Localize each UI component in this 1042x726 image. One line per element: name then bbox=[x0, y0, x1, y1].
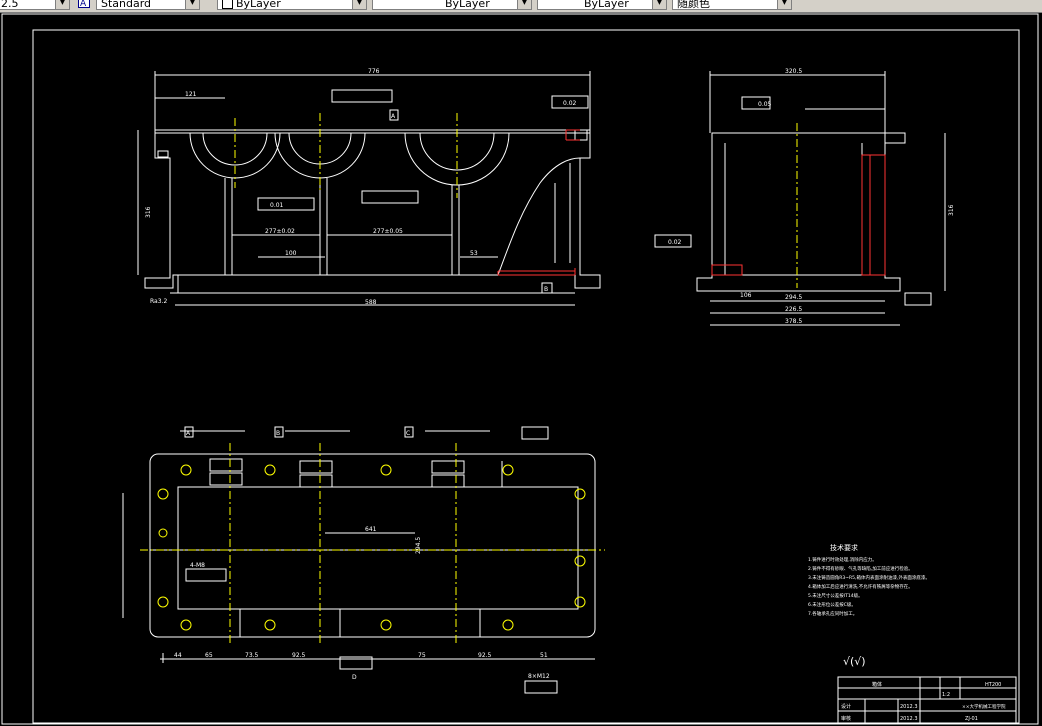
datum-b-label: B bbox=[544, 286, 548, 293]
layer-color-value: ByLayer bbox=[236, 0, 281, 10]
dim-bore-spacing-2: 277±0.05 bbox=[373, 228, 403, 235]
dim-92-5-left: 92.5 bbox=[292, 652, 306, 659]
text-style-icon[interactable]: A bbox=[78, 0, 90, 8]
tech-note-1: 1.铸件进行时效处理,消除内应力。 bbox=[808, 556, 877, 563]
dim-side-total-width: 378.5 bbox=[785, 318, 802, 325]
hole-label-bottom: 8×M12 bbox=[528, 673, 550, 680]
tech-note-2: 2.铸件不得有砂眼、气孔等缺陷,加工前应进行检验。 bbox=[808, 565, 913, 572]
tech-notes-title: 技术要求 bbox=[830, 543, 858, 552]
title-scale: 1:2 bbox=[942, 692, 950, 698]
title-row-2-label: 审核 bbox=[841, 715, 851, 722]
tech-note-5: 5.未注尺寸公差按IT14级。 bbox=[808, 592, 863, 599]
chevron-down-icon[interactable]: ▼ bbox=[185, 0, 199, 9]
title-school: ××大学机械工程学院 bbox=[962, 703, 1006, 710]
dim-73-5: 73.5 bbox=[245, 652, 259, 659]
title-block bbox=[837, 676, 1017, 724]
title-row-1-label: 设计 bbox=[841, 703, 851, 710]
sheet-inner-frame bbox=[32, 29, 1020, 724]
plot-style-value: 随颜色 bbox=[677, 0, 710, 10]
dim-side-height: 316 bbox=[948, 204, 955, 216]
tech-note-4: 4.箱体加工后应进行清洗,不允许有铁屑等杂物存在。 bbox=[808, 583, 913, 590]
datum-a-label: A bbox=[391, 113, 396, 120]
dim-bore-spacing-1: 277±0.02 bbox=[265, 228, 295, 235]
chevron-down-icon[interactable]: ▼ bbox=[777, 0, 791, 9]
tol-roundness: 0.01 bbox=[270, 202, 284, 209]
dim-51: 51 bbox=[540, 652, 548, 659]
top-view-holes bbox=[157, 464, 586, 631]
top-datum-a: A bbox=[186, 430, 191, 437]
dim-92-5-right: 92.5 bbox=[478, 652, 492, 659]
top-view bbox=[122, 426, 596, 694]
chevron-down-icon[interactable]: ▼ bbox=[352, 0, 366, 9]
dim-75: 75 bbox=[418, 652, 426, 659]
roughness-front: Ra3.2 bbox=[150, 298, 167, 305]
roughness-other-symbol: √(√) bbox=[843, 655, 866, 668]
text-style-combo[interactable]: Standard ▼ bbox=[96, 0, 200, 10]
svg-text:A: A bbox=[80, 0, 87, 8]
sheet-outer-frame bbox=[1, 13, 1039, 725]
chevron-down-icon[interactable]: ▼ bbox=[55, 0, 69, 9]
lineweight-combo[interactable]: ByLayer ▼ bbox=[537, 0, 667, 10]
dim-106: 106 bbox=[740, 292, 752, 299]
plot-style-combo[interactable]: 随颜色 ▼ bbox=[672, 0, 792, 10]
properties-toolbar: 2.5 ▼ A Standard ▼ ByLayer ▼ ByLayer ▼ B… bbox=[0, 0, 1042, 13]
text-height-value: 2.5 bbox=[1, 0, 19, 10]
top-datum-b: B bbox=[276, 430, 280, 437]
title-row-2-date: 2012.3 bbox=[900, 716, 918, 722]
linetype-combo[interactable]: ByLayer ▼ bbox=[372, 0, 532, 10]
text-height-combo[interactable]: 2.5 ▼ bbox=[0, 0, 70, 10]
dim-side-inner-width: 294.5 bbox=[785, 294, 802, 301]
tol-parallel: 0.02 bbox=[563, 100, 577, 107]
tol-flatness: 0.05 bbox=[758, 101, 772, 108]
front-view-centerlines bbox=[234, 113, 458, 198]
datum-d-label: D bbox=[352, 674, 357, 681]
title-material: HT200 bbox=[985, 682, 1001, 688]
tech-note-6: 6.未注形位公差按C级。 bbox=[808, 601, 856, 608]
dim-side-overall-width: 320.5 bbox=[785, 68, 802, 75]
dim-100: 100 bbox=[285, 250, 297, 257]
hole-label-top: 4-M8 bbox=[190, 562, 205, 569]
dim-center-length: 641 bbox=[365, 526, 377, 533]
title-part-name: 箱体 bbox=[872, 681, 882, 688]
text-style-value: Standard bbox=[101, 0, 152, 10]
title-drawing-no: ZJ-01 bbox=[965, 716, 978, 722]
color-swatch-icon bbox=[222, 0, 233, 9]
dim-base-length: 588 bbox=[365, 299, 377, 306]
title-row-1-date: 2012.3 bbox=[900, 704, 918, 710]
dim-side-base-width: 226.5 bbox=[785, 306, 802, 313]
side-view-hatch bbox=[711, 154, 886, 276]
chevron-down-icon[interactable]: ▼ bbox=[517, 0, 531, 9]
dim-121: 121 bbox=[185, 91, 197, 98]
dim-front-height: 316 bbox=[145, 206, 152, 218]
tech-note-7: 7.各轴承孔应同时加工。 bbox=[808, 610, 857, 617]
dim-overall-length: 776 bbox=[368, 68, 380, 75]
top-view-centerlines bbox=[140, 443, 605, 643]
chevron-down-icon[interactable]: ▼ bbox=[652, 0, 666, 9]
dim-center-width: 294.5 bbox=[415, 537, 422, 554]
tol-perpendicular: 0.02 bbox=[668, 239, 682, 246]
dim-44: 44 bbox=[174, 652, 182, 659]
lineweight-value: ByLayer bbox=[584, 0, 629, 10]
linetype-value: ByLayer bbox=[445, 0, 490, 10]
tech-note-3: 3.未注铸造圆角R3~R5,箱体内表面涂耐油漆,外表面涂底漆。 bbox=[808, 574, 930, 581]
dim-65: 65 bbox=[205, 652, 213, 659]
dim-53: 53 bbox=[470, 250, 478, 257]
front-view-hatch bbox=[497, 129, 580, 276]
side-view bbox=[654, 71, 946, 326]
drawing-canvas[interactable]: 776 121 316 588 277±0.02 277±0.05 100 53… bbox=[0, 13, 1042, 726]
top-datum-c: C bbox=[406, 430, 410, 437]
front-view bbox=[137, 71, 601, 306]
layer-color-combo[interactable]: ByLayer ▼ bbox=[217, 0, 367, 10]
